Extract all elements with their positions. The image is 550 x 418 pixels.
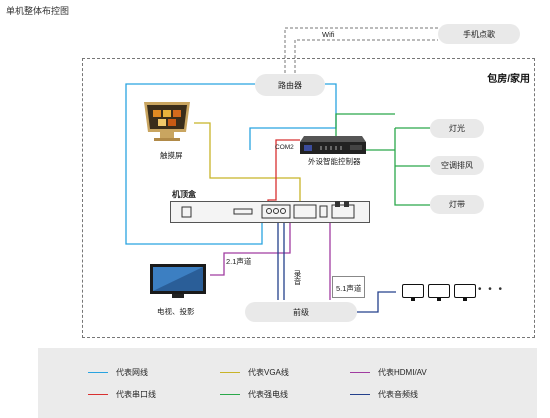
wifi-links [284,27,438,78]
legend-swatch-serial [88,394,108,396]
room-boundary [82,58,535,338]
room-label: 包房/家用 [487,74,530,85]
strip-node: 灯带 [430,195,484,214]
router-node: 路由器 [255,74,325,96]
stb-label: 机顶盒 [172,190,196,199]
com-label: COM2 [275,144,294,151]
phone-node: 手机点歌 [438,24,520,44]
speaker-1-icon [402,284,424,301]
channel-51-label: 5.1声道 [336,284,362,293]
page-title: 单机整体布控图 [6,6,70,16]
front-amp-node: 前级 [245,302,357,322]
tv-icon [150,264,206,298]
legend-swatch-hdmi [350,372,370,374]
legend-swatch-vga [220,372,240,374]
tv-label: 电视、投影 [157,307,195,316]
legend-swatch-network [88,372,108,374]
more-ellipsis: • • • [478,284,505,295]
touchscreen-label: 触摸屏 [160,151,183,160]
channel-21-label: 2.1声道 [226,257,252,266]
vga-cable [194,122,301,205]
controller-label: 外设智能控制器 [308,157,361,166]
legend-swatch-audio [350,394,370,396]
audio-cables [277,222,396,313]
wifi-label: Wifi [322,30,335,39]
hdmi-cable [210,222,331,300]
speaker-2-icon [428,284,450,301]
stb-icon [170,201,370,223]
ac-node: 空调排风 [430,156,484,175]
controller-icon [300,136,366,154]
channel-51-box: 5.1声道 [332,276,366,298]
legend-panel: 代表网线 代表VGA线 代表HDMI/AV 代表串口线 代表强电线 代表音频线 [38,348,537,418]
touchscreen-icon [144,102,190,141]
speaker-3-icon [454,284,476,301]
record-label: 录音 [293,270,302,285]
power-cables [335,113,430,206]
light-node: 灯光 [430,119,484,138]
legend-swatch-power [220,394,240,396]
